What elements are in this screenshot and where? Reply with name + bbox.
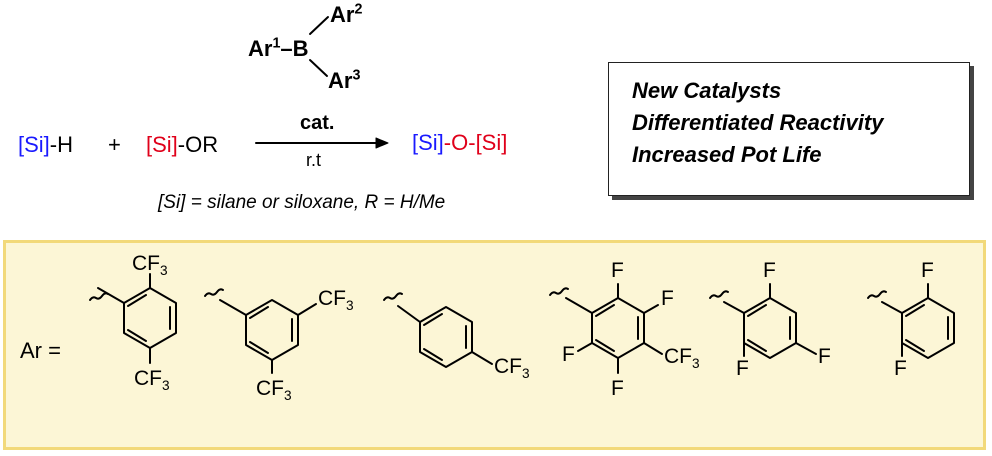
reaction-arrow-head — [375, 137, 389, 149]
ring4-cf3: CF3 — [664, 345, 700, 372]
ring6-f-bottom: F — [894, 357, 907, 380]
aryl-substituent-panel — [3, 240, 986, 450]
bond-b-ar2 — [309, 16, 329, 35]
reactant-silanol: [Si]-OR — [146, 132, 219, 157]
ring4-f-bottom: F — [611, 377, 624, 400]
product-siloxane: [Si]-O-[Si] — [412, 130, 508, 155]
ring3-cf3: CF3 — [494, 355, 530, 382]
ring-4-tetrafluoro-cf3 — [549, 283, 663, 374]
ring-6-difluoro — [867, 283, 955, 359]
ring4-f-top: F — [611, 259, 624, 282]
ring-1-bis-cf3-para — [89, 273, 177, 364]
feature-line-1: New Catalysts — [632, 78, 782, 103]
catalyst-ar1: Ar1–B — [248, 35, 309, 61]
bond-b-ar3 — [309, 59, 328, 77]
features-box — [608, 62, 970, 196]
reactant-silane: [Si]-H — [18, 132, 74, 157]
ring1-cf3-top: CF3 — [132, 252, 168, 279]
ring4-f-right: F — [661, 287, 674, 310]
ring5-f-bottom-left: F — [736, 357, 749, 380]
ring1-cf3-bottom: CF3 — [134, 367, 170, 394]
ring4-f-left: F — [562, 343, 575, 366]
ring-5-trifluoro — [709, 283, 817, 359]
definition-note: [Si] = silane or siloxane, R = H/Me — [158, 192, 446, 213]
ring6-f-top: F — [921, 259, 934, 282]
ring-3-cf3-para — [383, 292, 493, 368]
ring5-f-right: F — [818, 345, 831, 368]
ar-equals-label: Ar = — [20, 338, 61, 363]
ring5-f-top: F — [763, 259, 776, 282]
catalyst-ar2: Ar2 — [330, 1, 363, 27]
condition-label: r.t — [306, 150, 322, 170]
ring-2-bis-cf3-meta — [204, 288, 317, 374]
feature-line-3: Increased Pot Life — [632, 142, 822, 167]
catalyst-ar3: Ar3 — [328, 67, 361, 93]
plus-sign: + — [108, 132, 121, 157]
feature-line-2: Differentiated Reactivity — [632, 110, 884, 135]
ring2-cf3-right: CF3 — [318, 287, 354, 314]
ring2-cf3-bottom: CF3 — [256, 377, 292, 404]
catalyst-label: cat. — [300, 112, 335, 134]
